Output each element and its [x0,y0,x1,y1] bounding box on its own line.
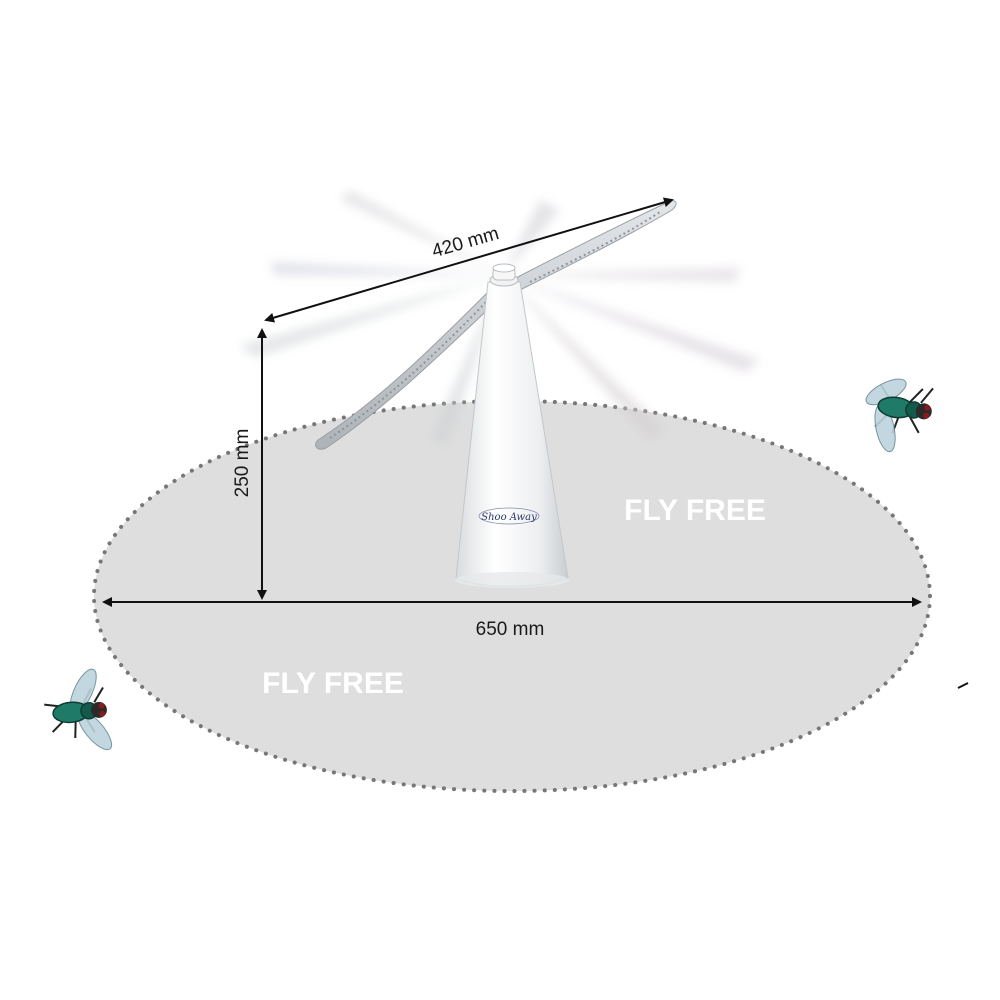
dimension-650: 650 mm [102,597,922,640]
height-dimension-label: 250 mm [232,429,253,498]
fly-icon [44,668,113,751]
dimension-420: 420 mm [264,197,674,323]
fly-free-zone [92,399,932,793]
fly-free-label-left: FLY FREE [262,667,404,700]
stray-mark [957,682,969,689]
brand-mark: Shoo Away [481,512,537,523]
width-dimension-arrow [264,197,674,323]
dimension-250: 250 mm [232,328,267,600]
fly-icon [865,378,934,453]
fly-free-label-right: FLY FREE [624,494,766,527]
base-dimension-label: 650 mm [476,619,545,640]
